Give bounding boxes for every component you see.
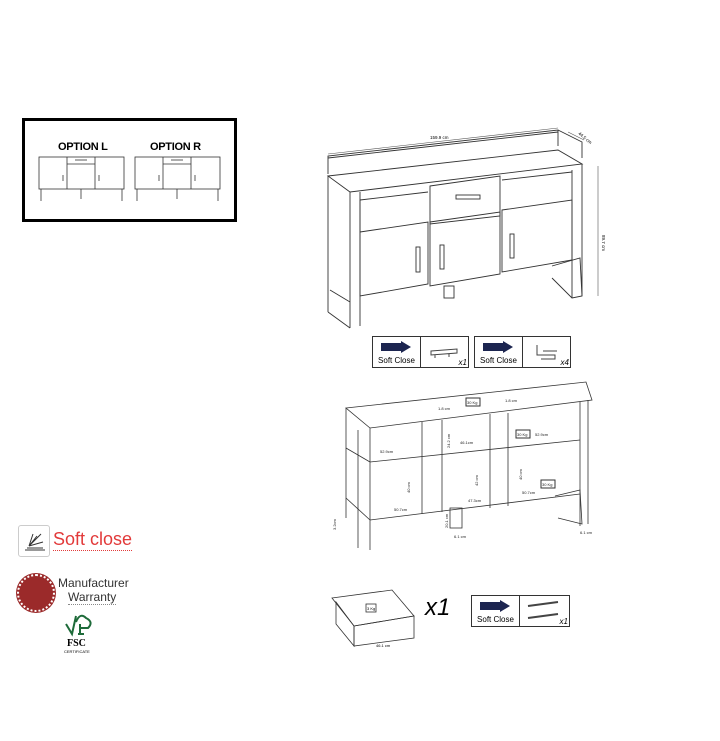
- fsc-tree-icon: [65, 614, 92, 637]
- dimension-label: 1.8 cm: [438, 406, 451, 411]
- load-label: 30 Kg: [517, 432, 527, 437]
- fsc-label: FSC: [67, 638, 86, 649]
- warranty-line1: Manufacturer: [58, 576, 129, 590]
- width-dimension: 159.9 cm: [430, 135, 449, 140]
- dimension-label: 46.1cm: [460, 440, 474, 445]
- dimension-label: 40 cm: [518, 468, 523, 480]
- dimension-label: 47.3cm: [468, 498, 482, 503]
- drawer-load-label: 3 Kg: [367, 606, 375, 611]
- dimension-label: 52.9cm: [535, 432, 549, 437]
- dimension-label: 50.7cm: [394, 507, 408, 512]
- soft-close-arrow-icon: [381, 341, 411, 353]
- soft-close-arrow-icon: [483, 341, 513, 353]
- interior-drawing: 30 Kg 30 Kg 30 Kg 1.8 cm 1.8 cm 52.9cm 4…: [332, 381, 593, 550]
- dimension-label: 40 cm: [406, 481, 411, 493]
- soft-close-hinge-box-1: Soft Close x1: [372, 336, 469, 368]
- options-panel: OPTION L OPTION R: [22, 118, 237, 222]
- warranty-seal-icon: [17, 574, 55, 612]
- dimension-label: 3.2cm: [332, 518, 337, 530]
- soft-close-badge-text: Soft close: [53, 529, 133, 551]
- drawer-drawing: 3 Kg 46.1 cm: [331, 589, 415, 648]
- rail-icon: [430, 348, 458, 358]
- soft-close-hinge-box-2: Soft Close x4: [474, 336, 571, 368]
- dimension-label: 42 cm: [474, 474, 479, 486]
- option-sketches: [38, 156, 221, 201]
- dimension-label: 24.2 cm: [446, 433, 451, 448]
- soft-close-arrow-icon: [480, 600, 510, 612]
- dimension-label: 6.1 cm: [454, 534, 467, 539]
- warranty-line2: Warranty: [68, 590, 117, 605]
- drawer-runner-icon: [527, 601, 559, 619]
- drawer-width-label: 46.1 cm: [376, 643, 391, 648]
- fsc-sub-label: CERTIFICATE: [64, 649, 90, 654]
- option-l-label: OPTION L: [58, 141, 108, 153]
- soft-close-icon: [18, 525, 50, 557]
- soft-close-runner-box: Soft Close x1: [471, 595, 570, 627]
- dimension-label: 6.1 cm: [580, 530, 593, 535]
- load-label: 30 Kg: [542, 482, 552, 487]
- hinge-icon: [536, 345, 557, 360]
- dimension-label: 52.9cm: [380, 449, 394, 454]
- height-dimension: 89.7 cm: [601, 235, 606, 251]
- dimension-label: 1.8 cm: [505, 398, 518, 403]
- dimension-label: 50.7cm: [522, 490, 536, 495]
- option-r-label: OPTION R: [150, 141, 201, 153]
- dimension-label: 20.1 cm: [444, 513, 449, 528]
- load-label: 30 Kg: [467, 400, 477, 405]
- sideboard-drawing: 159.9 cm 44.5 cm 89.7 cm: [326, 127, 606, 329]
- drawer-quantity: x1: [425, 594, 451, 621]
